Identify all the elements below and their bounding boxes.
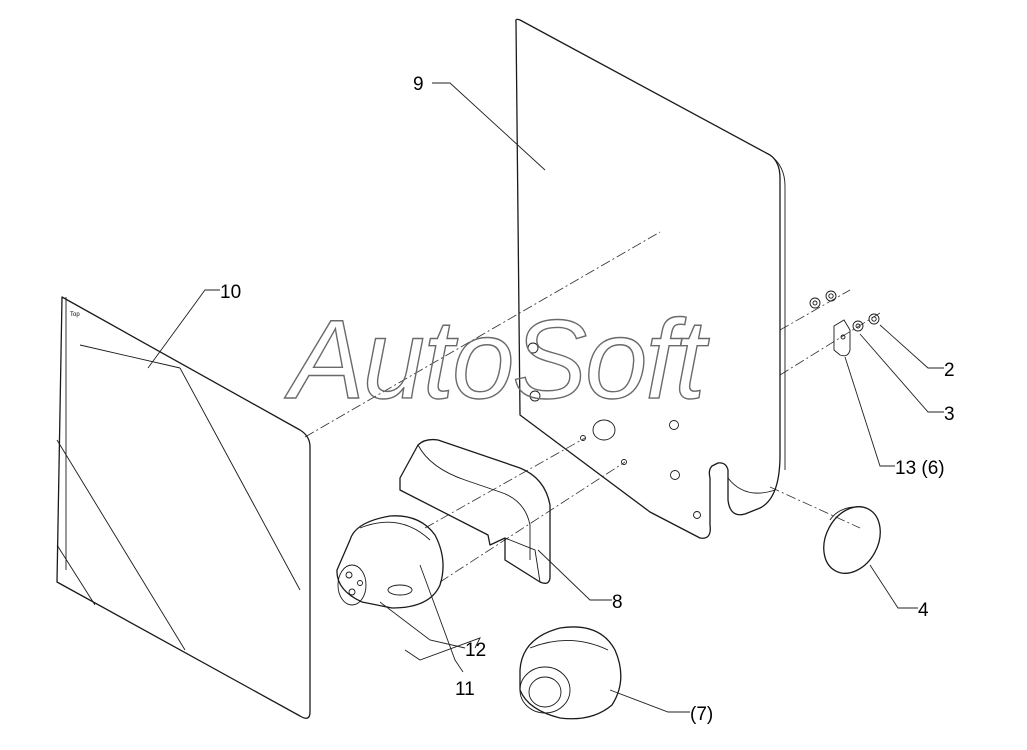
callout-3: 3 [944,404,955,425]
callout-10: 10 [220,282,241,303]
callouts: 9 10 2 3 13 (6) 4 8 12 11 (7) [220,74,955,725]
callout-9: 9 [413,74,424,95]
sheet-top-marking: Top [70,312,80,318]
callout-13: 13 (6) [895,458,945,479]
leader-lines [147,82,944,713]
watermark-text: AutoSoft [284,297,710,422]
part-11-12-lamp-housing [336,515,481,661]
callout-8: 8 [612,592,623,613]
callout-4: 4 [918,600,929,621]
part-7-boot [519,626,622,720]
callout-12: 12 [465,640,486,661]
part-8-bracket [399,438,551,584]
part-10-lens-sheet: Top [56,296,311,719]
part-9-mounting-plate [515,18,786,539]
callout-11: 11 [455,679,475,700]
assembly-axes [304,231,881,583]
callout-2: 2 [944,360,955,381]
part-4-cap [823,506,881,574]
fasteners [809,290,880,357]
callout-7: (7) [690,704,713,725]
